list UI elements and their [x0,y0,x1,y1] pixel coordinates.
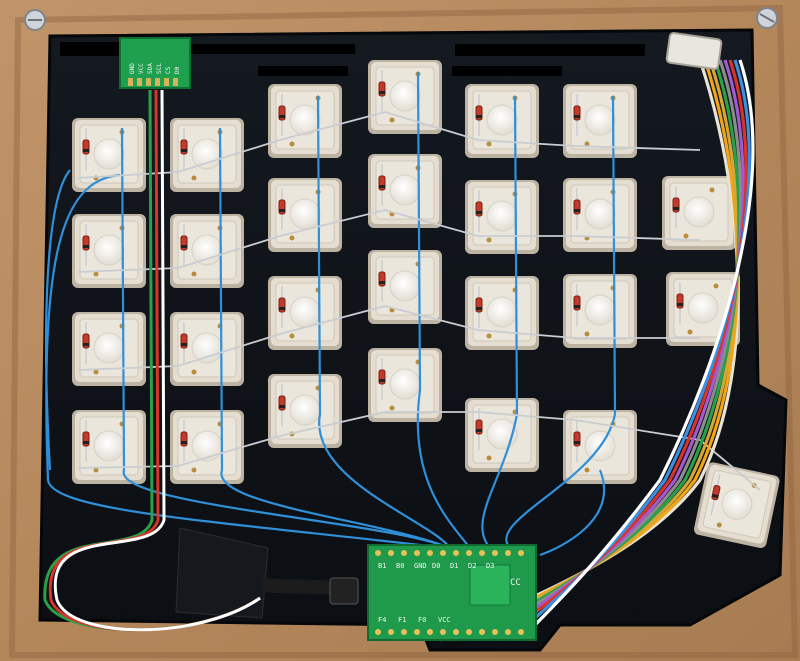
wire-bundle [43,59,755,642]
blue-wire [44,169,71,471]
key-switch [662,176,736,250]
plate-slot [452,66,562,76]
plate-slot [190,44,355,54]
daughter-pin-label: GND [129,63,136,74]
key-switch [72,410,146,484]
plate-slot [455,44,645,56]
blue-wire [539,469,605,557]
jst-connector [665,32,723,70]
key-switch [368,250,442,324]
bundle-wire [459,59,740,642]
bundle-wire [508,59,751,642]
blue-wire [416,71,471,549]
blue-wire [218,127,451,550]
key-switch [368,60,442,134]
blue-wire [481,95,519,549]
key-switch [563,274,637,348]
controller-pin-label: F4 [378,616,386,624]
controller-pin-label: B1 [378,562,386,570]
key-switch [694,462,780,548]
controller-corner-label: CC [510,578,521,588]
controller-pin-label: F0 [418,616,426,624]
key-switch [72,312,146,386]
controller-pin-label: D1 [450,562,458,570]
controller-pin-label: F1 [398,616,406,624]
daughter-pin-label: VCC [138,63,145,74]
bundle-wire [499,59,748,642]
bundle-wire [469,59,741,642]
daughter-pin-label: CS [165,66,172,74]
controller-board: B1 B0 GND D0 D1 D2 D3 F4 F1 F0 VCC CC [367,544,537,641]
key-switch [268,276,342,350]
column-wires [44,71,617,557]
blue-wire [45,173,421,547]
silver-wire [77,111,701,179]
silver-wire [77,209,701,273]
key-switch [170,410,244,484]
key-switch [268,84,342,158]
bundle-wire [479,59,743,642]
blue-wire [505,95,617,549]
key-switch [563,178,637,252]
screw-top-left [24,9,46,31]
bundle-wire [53,89,261,632]
case-rim [8,4,799,658]
controller-pin-label: GND [414,562,427,570]
blue-wire [316,95,451,549]
silver-wire [77,305,700,371]
key-switch [72,214,146,288]
controller-pin-label: B0 [396,562,404,570]
key-switch [465,276,539,350]
key-switch [465,398,539,472]
key-switch [563,84,637,158]
controller-pin-label: D3 [486,562,494,570]
daughter-pin-label: D0 [174,66,181,74]
controller-pin-label: VCC [438,616,451,624]
daughter-pin-label: SDA [147,63,154,74]
bundle-wire [518,59,755,642]
screw-top-right [756,7,778,29]
usb-cable [261,577,359,605]
blue-wire [120,127,451,550]
controller-pin-label: D2 [468,562,476,570]
bundle-wire [489,59,745,642]
tape-strip [175,527,269,619]
key-switch [268,178,342,252]
key-switch [368,154,442,228]
key-switch [368,348,442,422]
key-switch [72,118,146,192]
row-wires [77,111,761,491]
key-switch [465,84,539,158]
controller-pin-label: D0 [432,562,440,570]
key-switch [465,180,539,254]
plate-slot [258,66,348,76]
key-switch [170,118,244,192]
daughter-pin-label: SCL [156,63,163,74]
